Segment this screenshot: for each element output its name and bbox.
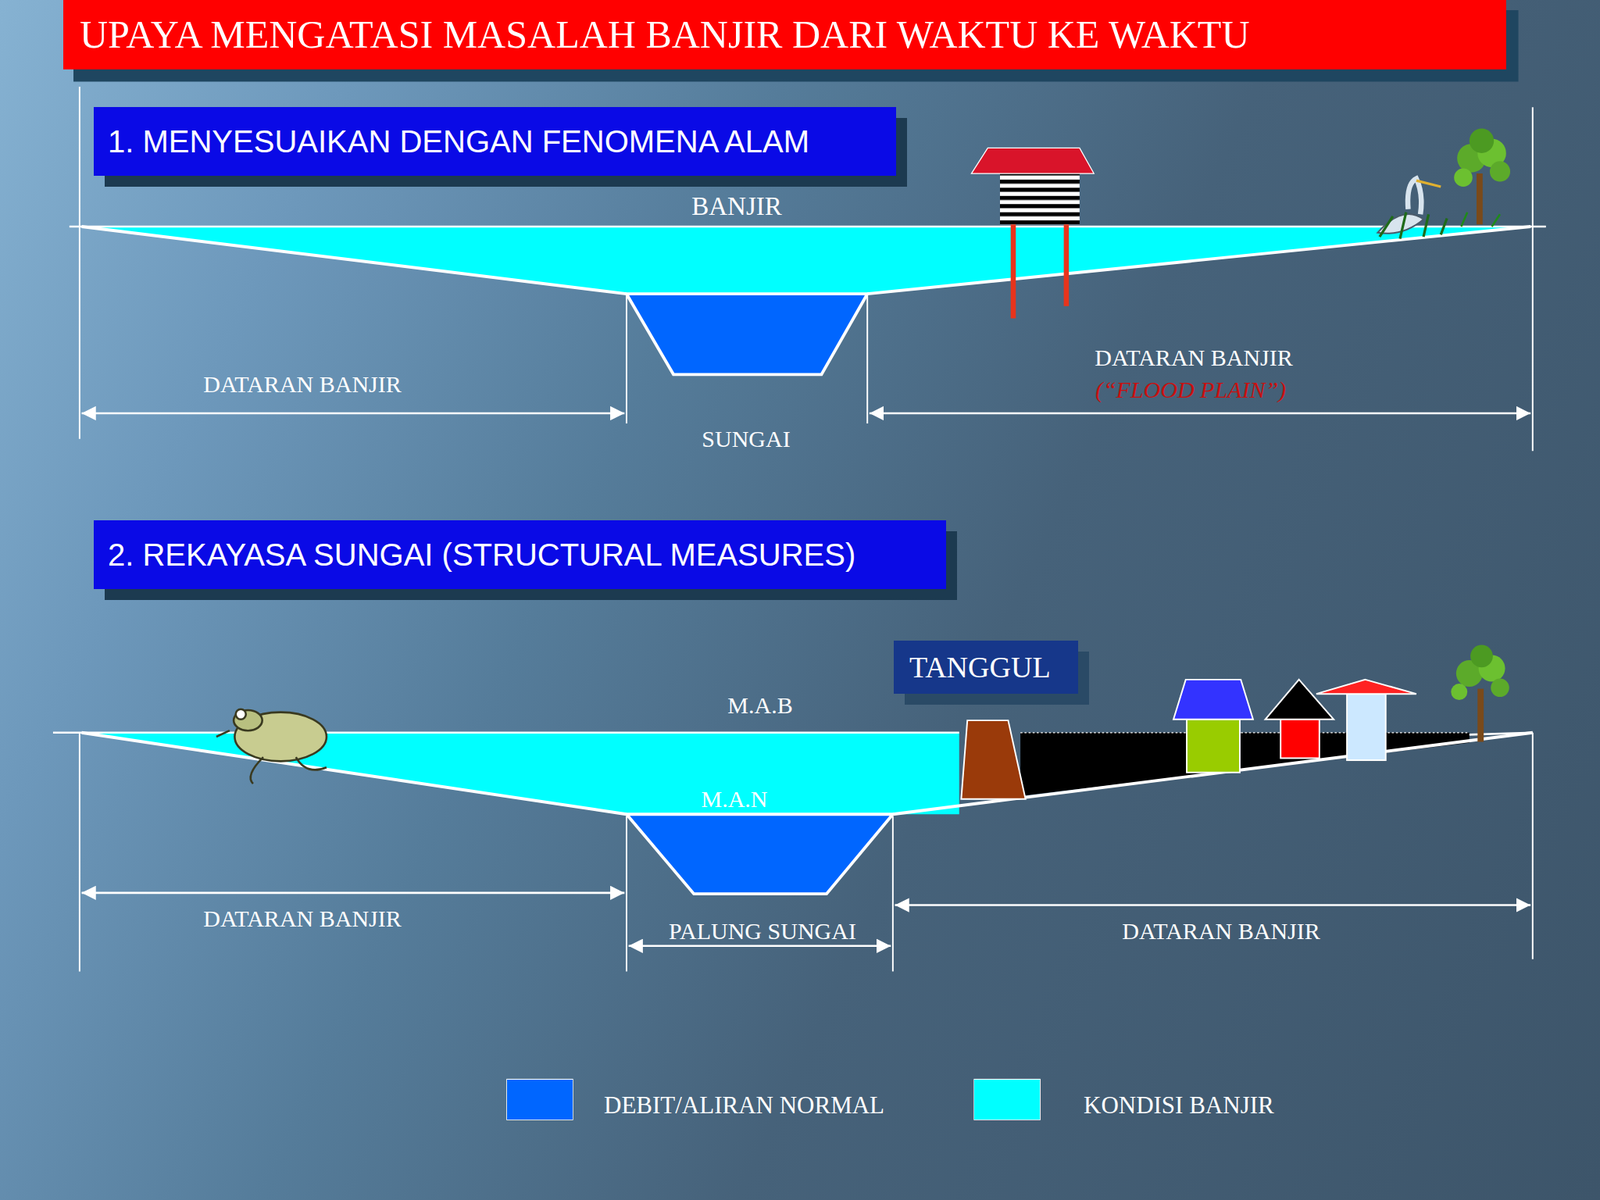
legend-text: DEBIT/ALIRAN NORMAL — [603, 1091, 885, 1120]
diagram-label: DATARAN BANJIR — [203, 371, 401, 398]
natural-section — [69, 86, 1547, 451]
diagram-label: M.A.B — [727, 692, 793, 719]
diagram-label: DATARAN BANJIR — [203, 905, 401, 933]
diagram-label: BANJIR — [691, 192, 783, 222]
legend-swatch — [974, 1079, 1040, 1120]
node-text: 2. REKAYASA SUNGAI (STRUCTURAL MEASURES) — [107, 537, 856, 573]
title-band — [63, 0, 1507, 70]
swatch-border — [507, 1079, 573, 1120]
section-heading: 1. MENYESUAIKAN DENGAN FENOMENA ALAM — [93, 107, 897, 176]
swatch-border — [974, 1079, 1040, 1120]
levee-label-box: TANGGUL — [893, 640, 1079, 694]
title-text: UPAYA MENGATASI MASALAH BANJIR DARI WAKT… — [79, 11, 1250, 58]
diagram-label: (“FLOOD PLAIN”) — [1095, 376, 1286, 404]
legend-text: KONDISI BANJIR — [1083, 1091, 1275, 1120]
diagram-label: DATARAN BANJIR — [1094, 344, 1293, 372]
diagram-label: SUNGAI — [701, 425, 790, 453]
diagram-label: M.A.N — [700, 785, 768, 813]
node-text: TANGGUL — [909, 650, 1051, 685]
diagram-label: DATARAN BANJIR — [1121, 917, 1320, 945]
structural-section — [53, 644, 1533, 972]
diagram-label: PALUNG SUNGAI — [668, 917, 857, 945]
legend-swatch — [507, 1079, 573, 1120]
node-text: 1. MENYESUAIKAN DENGAN FENOMENA ALAM — [107, 124, 810, 160]
section-heading: 2. REKAYASA SUNGAI (STRUCTURAL MEASURES) — [93, 520, 947, 590]
